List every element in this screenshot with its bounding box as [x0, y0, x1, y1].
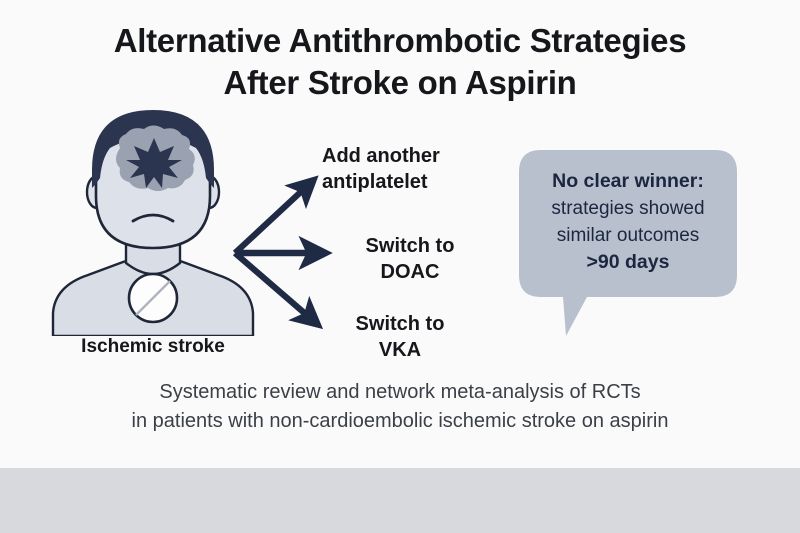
patient-caption: Ischemic stroke — [81, 336, 225, 357]
title-line-1: Alternative Antithrombotic Strategies — [113, 22, 687, 59]
footer-line-1: Systematic review and network meta-analy… — [159, 381, 641, 403]
callout-bubble: No clear winner: strategies showed simil… — [519, 150, 737, 340]
callout-line-3: similar outcomes — [556, 225, 700, 246]
footer-description: Systematic review and network meta-analy… — [0, 378, 800, 436]
callout-line-2: strategies showed — [551, 198, 705, 219]
title-line-2: After Stroke on Aspirin — [223, 64, 577, 101]
page-title: Alternative Antithrombotic Strategies Af… — [0, 20, 800, 104]
arrow-down-right — [232, 250, 324, 330]
strategy-label-add-antiplatelet: Add another antiplatelet — [322, 143, 502, 195]
strategy-arrows — [225, 160, 355, 340]
callout-text: No clear winner: strategies showed simil… — [519, 168, 737, 276]
strategy-label-line-2: DOAC — [380, 261, 440, 283]
strategy-label-switch-doac: Switch to DOAC — [330, 233, 490, 285]
callout-line-4: >90 days — [586, 251, 670, 273]
aspirin-pill-icon — [127, 272, 179, 324]
strategy-label-switch-vka: Switch to VKA — [320, 311, 480, 363]
strategy-label-line-1: Add another — [322, 145, 440, 167]
strategy-label-line-2: VKA — [378, 339, 422, 361]
footer-line-2: in patients with non-cardioembolic ische… — [131, 410, 669, 432]
mouth-shape — [131, 213, 175, 223]
callout-bubble-shape — [519, 150, 737, 336]
strategy-label-line-2: antiplatelet — [322, 171, 428, 193]
bottom-band — [0, 468, 800, 533]
hair-shape — [92, 110, 214, 188]
callout-line-1: No clear winner: — [552, 170, 704, 192]
patient-illustration — [28, 108, 278, 336]
arrow-up-right — [232, 175, 319, 256]
strategy-label-line-1: Switch to — [355, 313, 445, 335]
strategy-label-line-1: Switch to — [365, 235, 455, 257]
stroke-burst-icon — [126, 138, 182, 188]
